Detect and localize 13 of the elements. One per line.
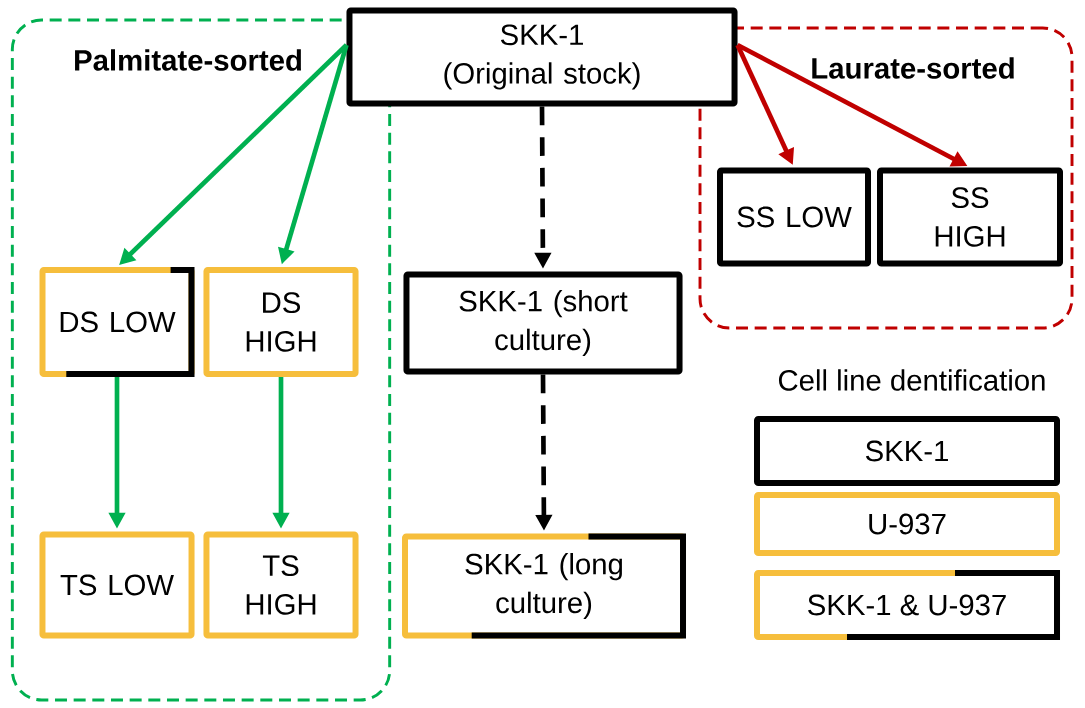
legend-box: U-937 [754, 492, 1060, 556]
process-box: TS LOW [39, 531, 195, 639]
process-box: SKK-1 (short culture) [403, 271, 683, 375]
process-box: SKK-1 (long culture) [402, 533, 686, 639]
process-box: TS HIGH [203, 531, 359, 639]
process-box: SS HIGH [877, 167, 1063, 267]
process-box: SKK-1 (Original stock) [346, 7, 738, 107]
legend-box: SKK-1 [754, 416, 1060, 486]
process-box: DS HIGH [203, 267, 359, 377]
legend-heading: Cell line dentification [778, 369, 1045, 391]
legend-box: SKK-1 & U-937 [754, 570, 1060, 640]
process-box: SS LOW [717, 167, 871, 267]
process-box: DS LOW [39, 267, 195, 377]
